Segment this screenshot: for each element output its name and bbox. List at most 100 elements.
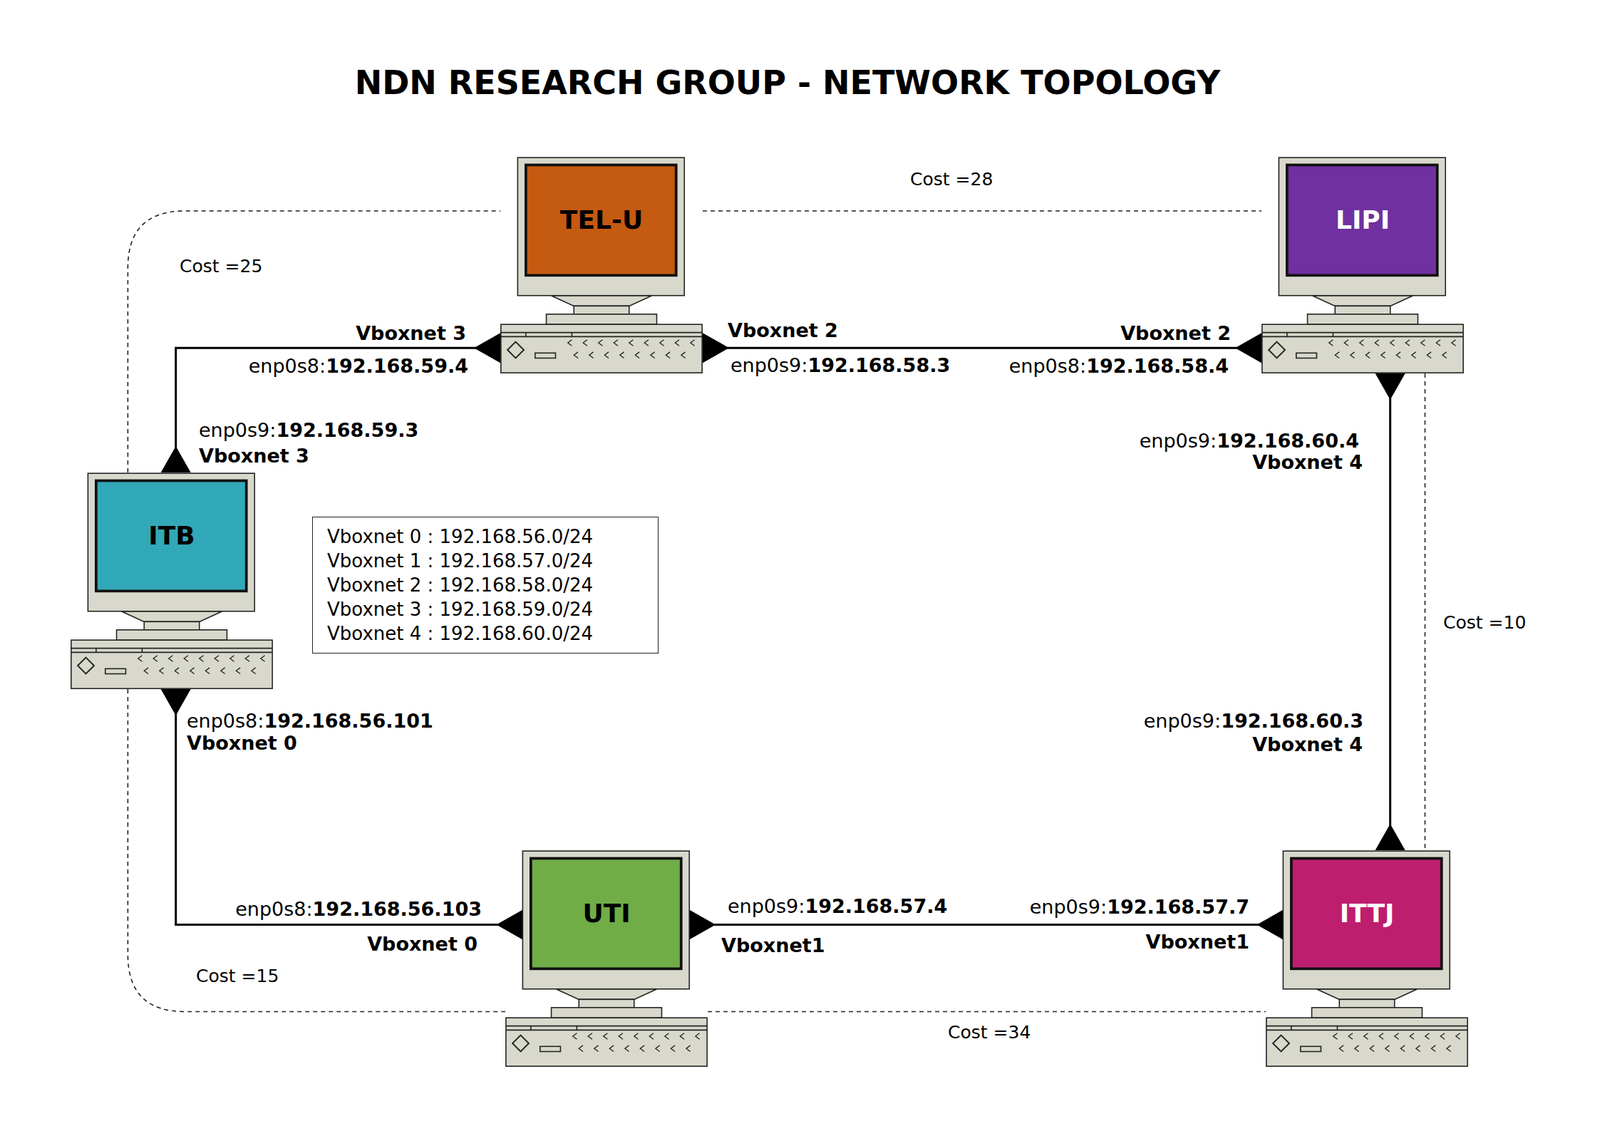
monitor-neck xyxy=(143,621,199,630)
vent-mark xyxy=(573,1033,578,1040)
drive-slot xyxy=(540,1046,561,1052)
dashed-line xyxy=(127,210,501,473)
power-diamond xyxy=(512,1035,529,1052)
vent-mark xyxy=(1359,339,1365,347)
title-wrap: NDN RESEARCH GROUP - NETWORK TOPOLOGY xyxy=(0,63,1576,103)
interface-label: Vboxnet 3 xyxy=(355,322,467,345)
unit-line xyxy=(1337,1026,1339,1031)
unit-line xyxy=(1262,336,1464,338)
subnet-table: Vboxnet 0 : 192.168.56.0/24Vboxnet 1 : 1… xyxy=(312,516,659,654)
port-arrowhead xyxy=(496,910,523,941)
vent-mark xyxy=(649,1033,654,1040)
dashed-line xyxy=(702,210,1262,212)
monitor-neck xyxy=(1339,999,1395,1008)
unit-line xyxy=(95,648,97,653)
unit-line xyxy=(1266,1025,1468,1027)
drive-slot xyxy=(1300,1046,1322,1052)
monitor-base xyxy=(546,314,658,325)
monitor-neck xyxy=(1334,305,1390,314)
cost-link xyxy=(707,1011,1266,1013)
dashed-line xyxy=(1424,373,1427,851)
unit-line xyxy=(71,652,273,654)
address-or-network: Vboxnet 2 xyxy=(1120,322,1231,345)
screen-label: LIPI xyxy=(1261,204,1464,236)
address-or-network: 192.168.58.3 xyxy=(807,354,951,377)
vent-mark xyxy=(1436,339,1441,347)
vent-mark xyxy=(681,352,686,359)
interface-name: enp0s9: xyxy=(727,895,805,918)
desktop-unit xyxy=(1266,1017,1468,1067)
unit-line xyxy=(576,1026,578,1031)
screen-label: ITB xyxy=(70,520,273,551)
unit-line xyxy=(1286,332,1288,338)
vent-mark xyxy=(1385,1045,1390,1052)
cost-label-wrap: Cost =28 xyxy=(907,168,995,191)
cost-link xyxy=(127,210,501,473)
solid-line xyxy=(1389,373,1392,851)
port-arrowhead xyxy=(161,689,192,716)
vent-mark xyxy=(1329,339,1334,347)
vent-mark xyxy=(1425,1033,1430,1040)
interface-name: enp0s9: xyxy=(198,419,276,442)
interface-label: Vboxnet 0 xyxy=(186,732,298,755)
cost-label-wrap: Cost =10 xyxy=(1441,612,1529,634)
address-or-network: Vboxnet 4 xyxy=(1252,733,1363,756)
cost-label: Cost =25 xyxy=(177,255,265,277)
vent-mark xyxy=(1369,1045,1375,1052)
monitor-neck xyxy=(578,999,634,1008)
diagram-title: NDN RESEARCH GROUP - NETWORK TOPOLOGY xyxy=(0,63,1576,103)
interface-label: enp0s9:192.168.58.3 xyxy=(730,354,951,377)
vent-mark xyxy=(650,352,655,359)
monitor-base xyxy=(551,1007,663,1018)
address-or-network: 192.168.60.4 xyxy=(1216,429,1360,452)
solid-line xyxy=(689,923,1283,926)
address-or-network: Vboxnet 3 xyxy=(198,444,310,467)
address-or-network: 192.168.57.7 xyxy=(1106,895,1250,918)
vent-mark xyxy=(665,352,670,359)
vent-mark xyxy=(625,1045,630,1052)
unit-line xyxy=(525,332,527,338)
computer-icon xyxy=(70,472,273,690)
vent-mark xyxy=(1394,1033,1400,1040)
solid-line xyxy=(702,347,1262,350)
network-link xyxy=(1375,373,1406,851)
dashed-line xyxy=(707,1011,1266,1013)
vent-mark xyxy=(1451,339,1457,347)
unit-line xyxy=(71,647,273,650)
port-arrowhead xyxy=(702,332,730,363)
interface-name: enp0s8: xyxy=(186,709,264,732)
power-diamond xyxy=(507,342,524,359)
unit-line xyxy=(501,336,703,338)
computer-icon xyxy=(505,850,708,1067)
monitor-stand xyxy=(1312,295,1414,306)
cost-label: Cost =28 xyxy=(907,168,995,190)
vent-mark xyxy=(1421,339,1426,347)
vent-mark xyxy=(245,655,250,663)
vent-mark xyxy=(1440,1033,1445,1040)
monitor-stand xyxy=(121,611,223,622)
port-arrowhead xyxy=(473,332,501,363)
vent-mark xyxy=(674,339,680,347)
unit-line xyxy=(1332,332,1335,338)
port-arrowhead xyxy=(161,446,192,473)
interface-label: enp0s9:192.168.59.3 xyxy=(198,419,419,442)
vent-mark xyxy=(1431,1045,1436,1052)
interface-label: enp0s8:192.168.56.101 xyxy=(186,710,434,732)
interface-name: enp0s8: xyxy=(248,354,326,378)
address-or-network: Vboxnet 0 xyxy=(367,932,478,956)
vent-mark xyxy=(199,655,204,663)
interface-label: enp0s9:192.168.60.3 xyxy=(1143,710,1364,732)
vent-mark xyxy=(573,352,578,359)
interface-label: Vboxnet 0 xyxy=(367,933,478,956)
unit-line xyxy=(530,1026,532,1031)
solid-line xyxy=(176,689,524,926)
address-or-network: 192.168.56.101 xyxy=(263,709,433,732)
monitor-neck xyxy=(573,305,629,314)
vent-mark xyxy=(174,667,179,675)
vent-mark xyxy=(634,1033,639,1040)
interface-label: Vboxnet 4 xyxy=(1252,451,1363,474)
vent-mark xyxy=(1379,1033,1384,1040)
monitor-base xyxy=(1312,1007,1423,1018)
subnet-row: Vboxnet 4 : 192.168.60.0/24 xyxy=(327,621,644,646)
address-or-network: 192.168.60.3 xyxy=(1220,709,1364,732)
